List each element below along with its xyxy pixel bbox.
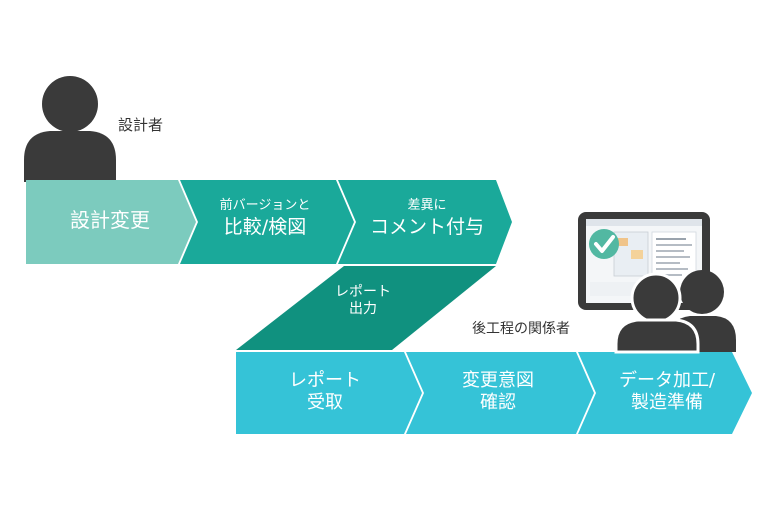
step-comment-subtitle: 差異に [407, 198, 447, 213]
checkmark-icon [589, 229, 619, 259]
step-design-change-shape [26, 180, 196, 264]
designer-label: 設計者 [118, 116, 164, 134]
step-report-output-label: レポート 出力 [318, 284, 408, 318]
step-design-change-label: 設計変更 [70, 208, 150, 232]
step-comment-title: コメント付与 [369, 215, 484, 238]
step-report-output-line1: レポート [335, 284, 391, 300]
step-data-line2: 製造準備 [631, 391, 703, 413]
step-data-label: データ加工/ 製造準備 [592, 370, 742, 413]
step-report-output-line2: 出力 [349, 300, 377, 317]
step-intent-line2: 確認 [480, 391, 516, 413]
step-data-shape [578, 352, 752, 434]
step-report-receive-line1: レポート [289, 370, 361, 391]
step-compare-label: 前バージョンと 比較/検図 [196, 198, 334, 238]
step-report-output-shape [236, 266, 496, 350]
step-data-line1: データ加工/ [618, 370, 716, 391]
step-compare-title: 比較/検図 [223, 215, 307, 238]
step-intent-shape [406, 352, 594, 434]
step-intent-line1: 変更意図 [462, 370, 534, 391]
step-report-receive-label: レポート 受取 [250, 370, 400, 413]
step-compare-shape [180, 180, 354, 264]
step-compare-subtitle: 前バージョンと [219, 198, 311, 213]
step-report-receive-line2: 受取 [307, 391, 343, 413]
step-comment-label: 差異に コメント付与 [352, 198, 502, 238]
downstream-label: 後工程の関係者 [472, 321, 570, 337]
step-comment-shape [338, 180, 512, 264]
step-report-receive-shape [236, 352, 422, 434]
designer-person-icon [24, 76, 116, 182]
downstream-persons-icon [614, 270, 736, 354]
step-intent-label: 変更意図 確認 [422, 370, 574, 413]
